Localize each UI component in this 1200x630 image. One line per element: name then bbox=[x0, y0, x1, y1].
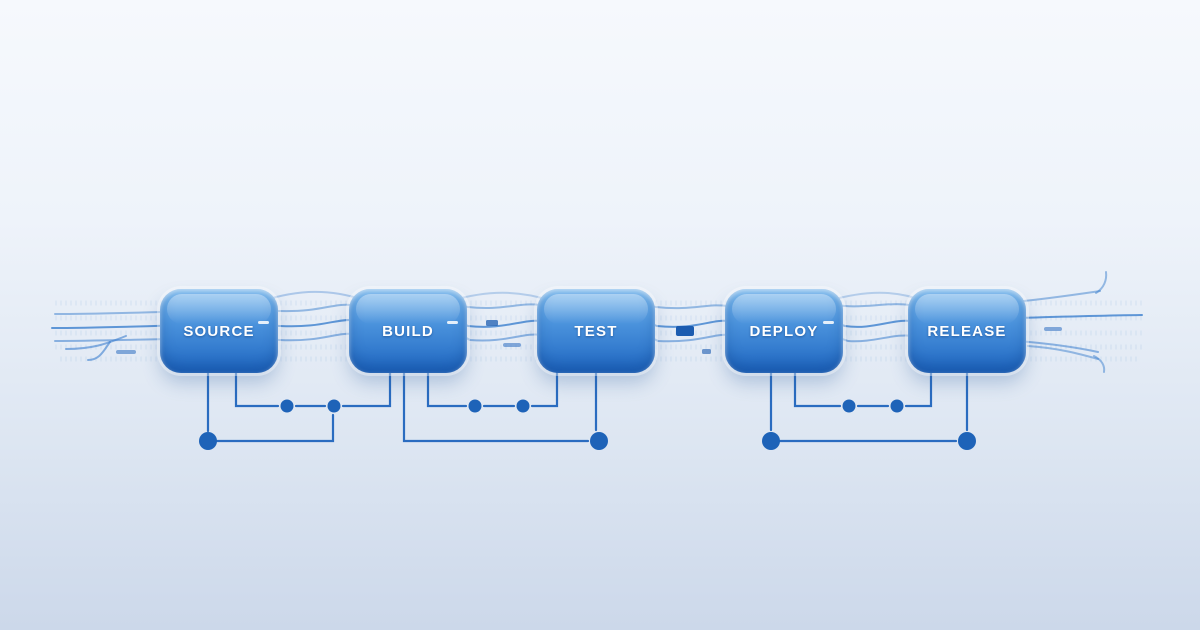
stage-label-source: SOURCE bbox=[183, 322, 255, 340]
glitch-dash-icon bbox=[258, 320, 269, 324]
stage-deploy: DEPLOY bbox=[725, 289, 843, 373]
circuit-traces bbox=[206, 371, 969, 443]
stage-label-release: RELEASE bbox=[927, 322, 1007, 340]
circuit-nodes bbox=[199, 399, 976, 450]
stage-label-build: BUILD bbox=[382, 322, 434, 340]
glitch-blocks bbox=[486, 320, 711, 354]
dash-marks bbox=[116, 327, 1062, 354]
stage-test: TEST bbox=[537, 289, 655, 373]
stage-label-test: TEST bbox=[574, 322, 618, 340]
glitch-dash-icon bbox=[823, 320, 834, 324]
stage-release: RELEASE bbox=[908, 289, 1026, 373]
stage-source: SOURCE bbox=[160, 289, 278, 373]
stage-label-deploy: DEPLOY bbox=[749, 322, 819, 340]
glitch-dash-icon bbox=[447, 320, 458, 324]
stage-build: BUILD bbox=[349, 289, 467, 373]
